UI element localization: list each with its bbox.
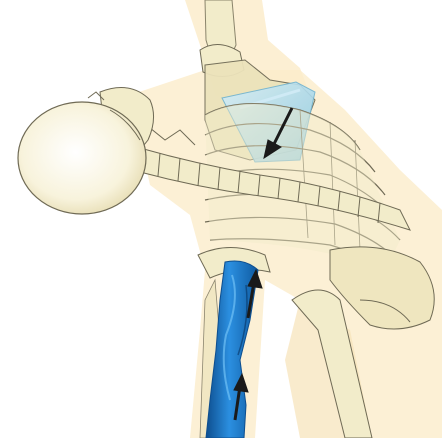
skull-icon: [18, 88, 154, 215]
